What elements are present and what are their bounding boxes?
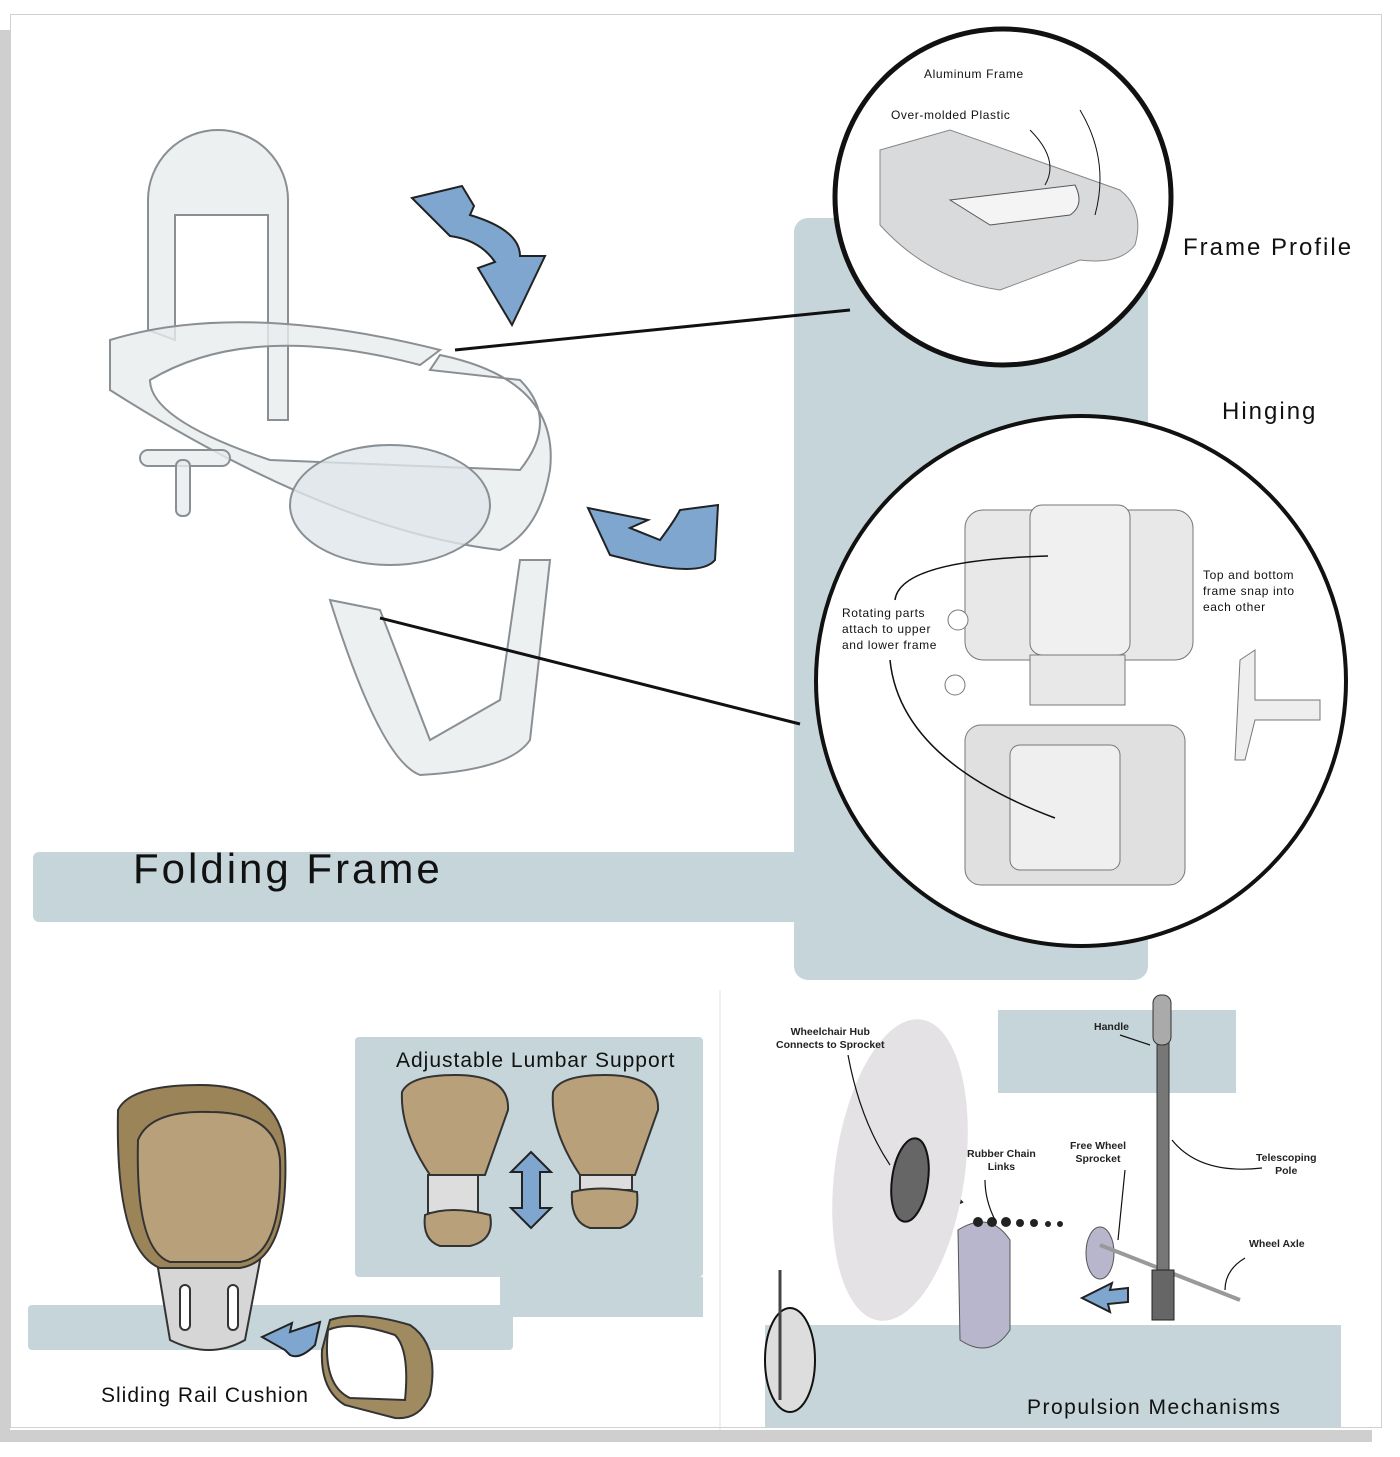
frame-profile-sketch <box>879 109 1139 291</box>
lumbar-support-title: Adjustable Lumbar Support <box>396 1049 676 1072</box>
sheet-shadow-left <box>0 30 10 1442</box>
sheet-shadow-bottom <box>0 1430 1372 1442</box>
unfold-arrow-icon <box>586 503 720 570</box>
fold-arrow-icon <box>410 184 547 328</box>
sliding-rail-panel <box>28 1305 513 1350</box>
cushion-sketches <box>116 1073 660 1420</box>
aluminum-frame-label: Aluminum Frame <box>924 67 1024 81</box>
over-molded-plastic-label: Over-molded Plastic <box>891 108 1011 122</box>
hub-label: Wheelchair Hub Connects to Sprocket <box>776 1026 885 1051</box>
propulsion-panel <box>765 1325 1341 1428</box>
handle-label: Handle <box>1094 1021 1130 1033</box>
snap-label: Top and bottom frame snap into each othe… <box>1203 568 1295 614</box>
motion-arrows <box>259 184 1228 1358</box>
hinging-title: Hinging <box>1222 398 1318 425</box>
lumbar-panel-step <box>500 1277 703 1317</box>
chain-label: Rubber Chain Links <box>967 1148 1036 1173</box>
folding-chair-sketch <box>109 129 552 777</box>
rotating-parts-label: Rotating parts attach to upper and lower… <box>842 606 938 652</box>
frame-profile-title: Frame Profile <box>1183 234 1354 261</box>
folding-frame-title-bar <box>33 852 813 922</box>
handle-panel <box>998 1010 1236 1093</box>
axle-arrow-icon <box>1079 1281 1129 1314</box>
callout-lines <box>379 308 851 726</box>
slide-arrow-icon <box>259 1320 322 1358</box>
sprocket-label: Free Wheel Sprocket <box>1070 1140 1127 1165</box>
hinge-sketch <box>889 504 1321 886</box>
up-down-arrow-icon <box>508 1150 554 1230</box>
folding-frame-title: Folding Frame <box>133 845 443 892</box>
sliding-rail-cushion-title: Sliding Rail Cushion <box>101 1384 309 1407</box>
wheel-axle-label: Wheel Axle <box>1249 1238 1305 1250</box>
propulsion-title: Propulsion Mechanisms <box>1027 1396 1282 1419</box>
propulsion-sketch <box>764 994 1263 1413</box>
telescoping-pole-label: Telescoping Pole <box>1256 1152 1317 1177</box>
